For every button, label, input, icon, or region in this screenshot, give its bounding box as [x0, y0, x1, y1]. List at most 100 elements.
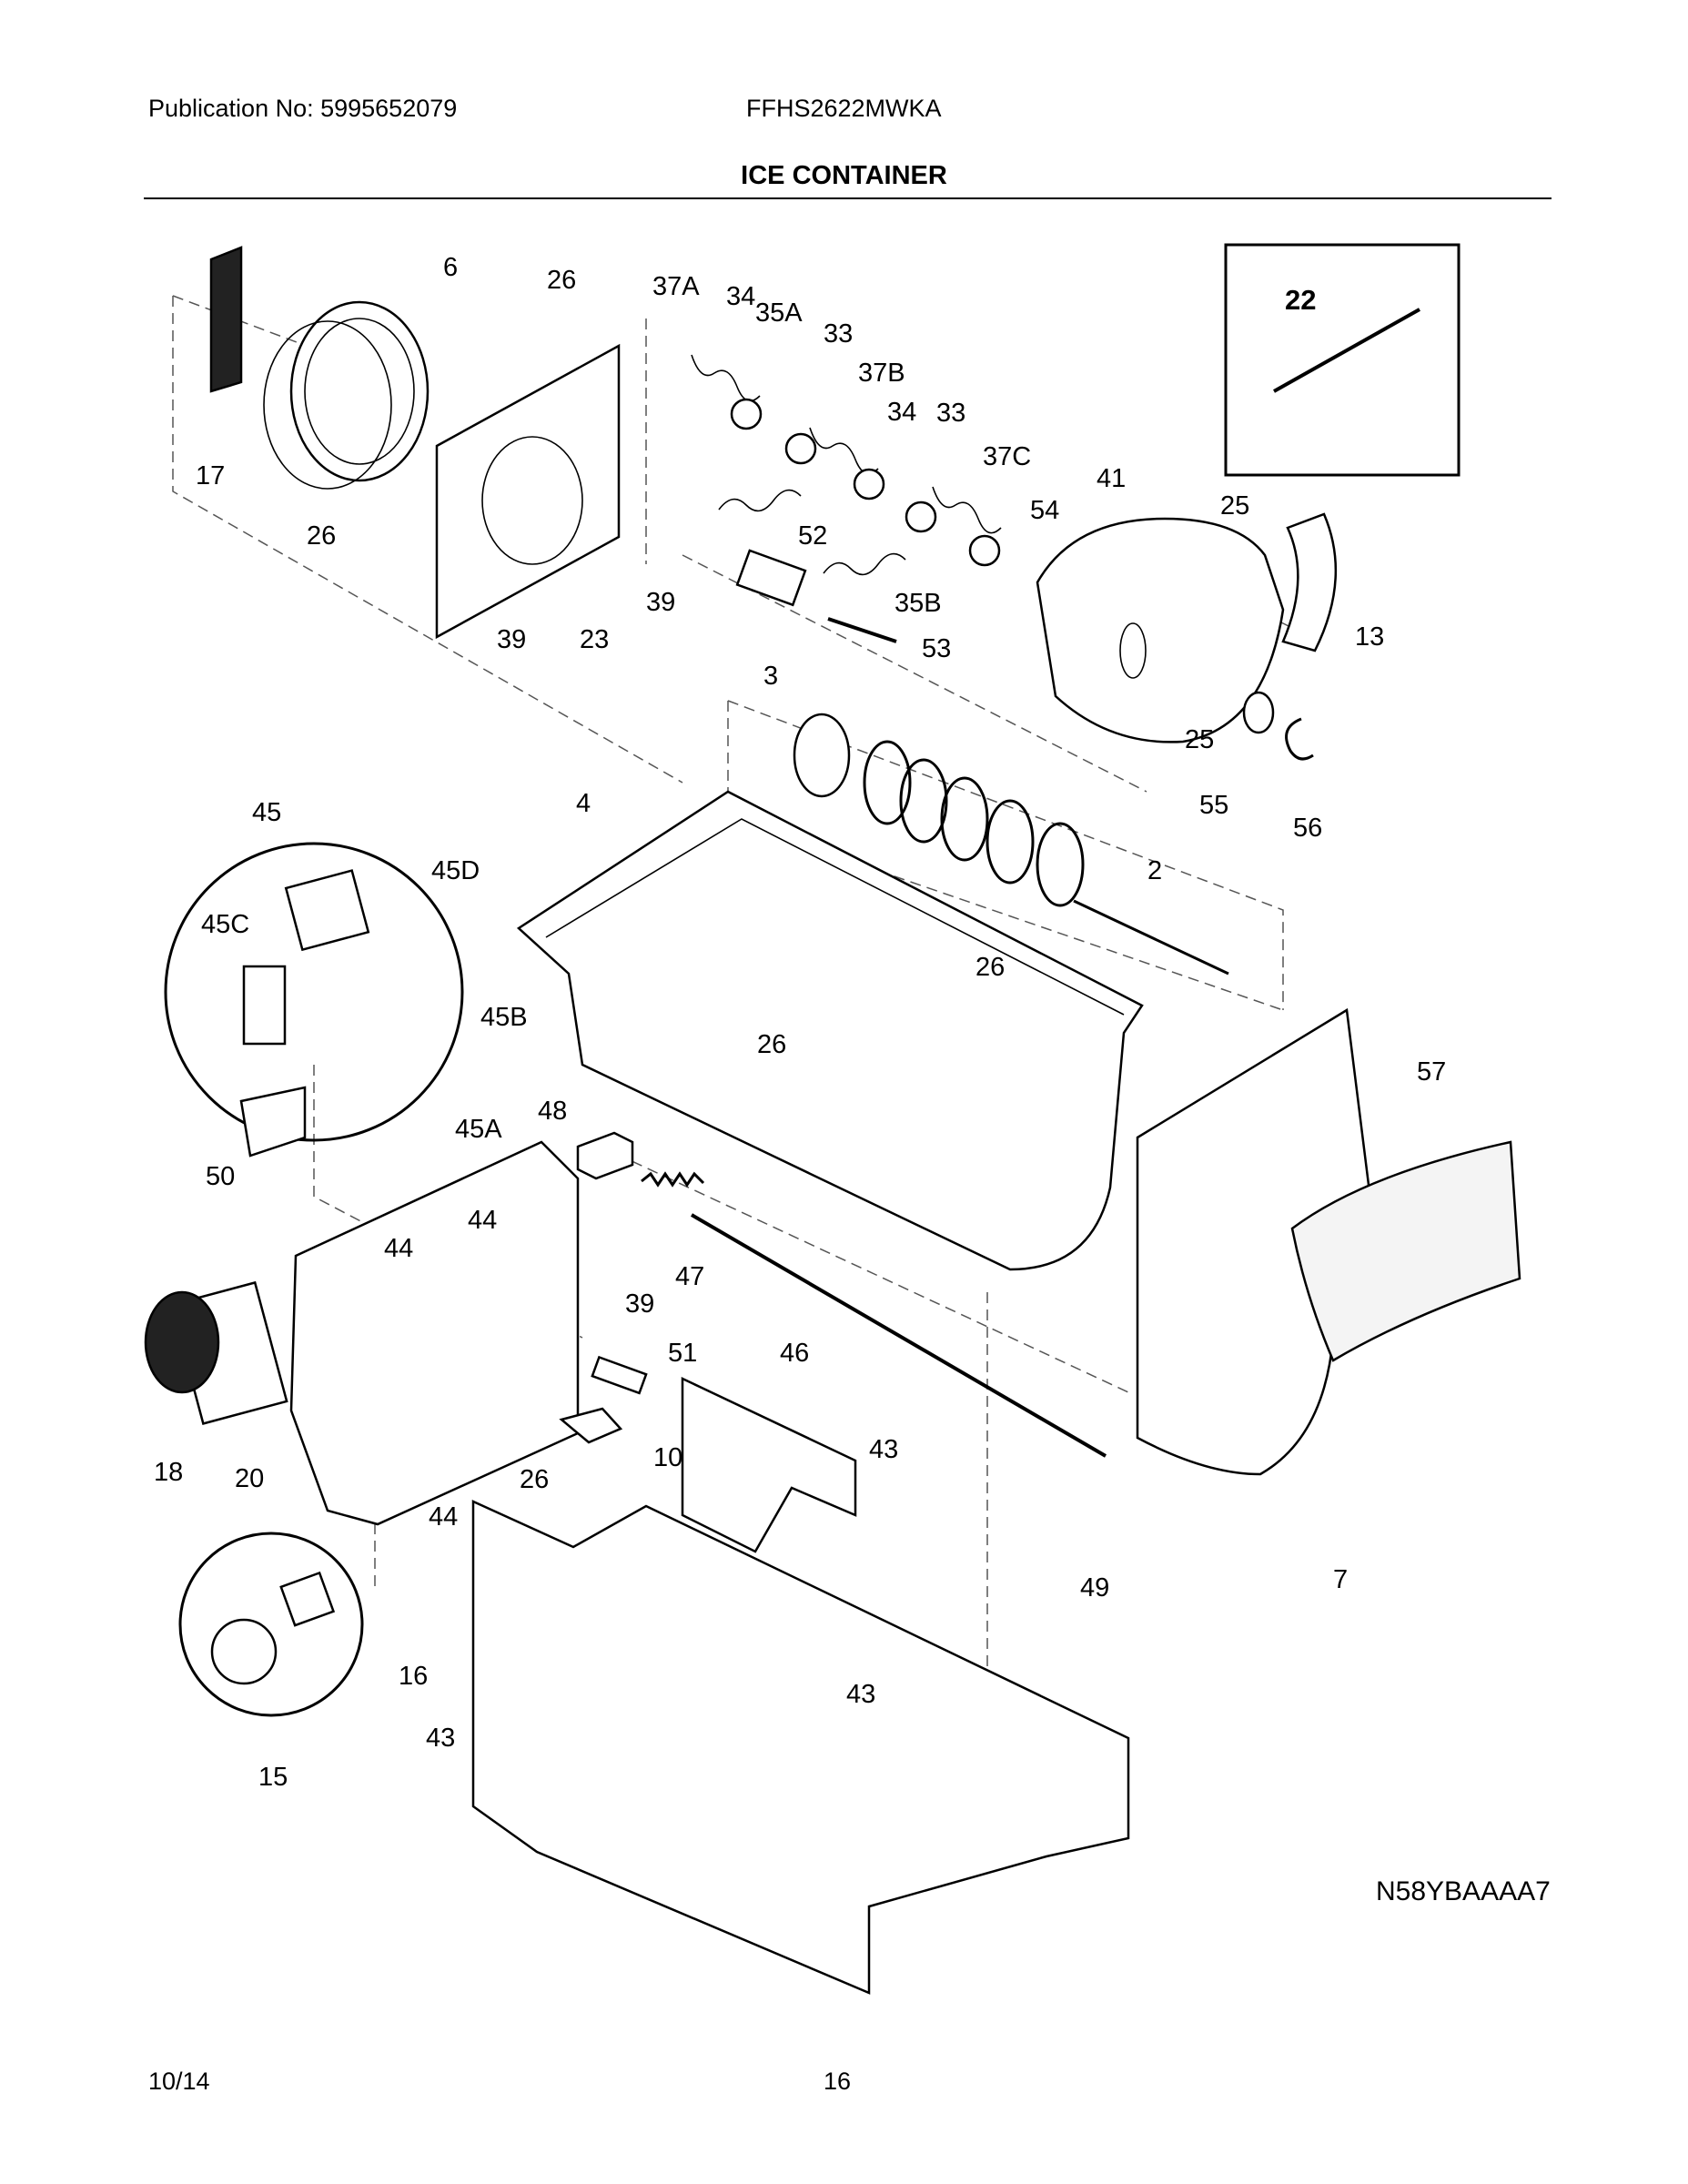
- callout-label: 43: [869, 1435, 898, 1464]
- footer-date: 10/14: [148, 2068, 210, 2095]
- callout-label: 55: [1199, 791, 1228, 820]
- bulb-inset: [178, 1532, 364, 1717]
- part-45D-solenoid: [284, 869, 370, 952]
- callout-label: 45D: [431, 856, 480, 885]
- callout-label: 43: [846, 1680, 875, 1709]
- callout-label: 46: [780, 1339, 809, 1368]
- inset-part-number: 22: [1285, 284, 1316, 316]
- part-2-auger: [863, 740, 1229, 976]
- spring-parts-group: [691, 354, 1002, 643]
- callout-label: 37C: [983, 442, 1031, 471]
- callout-label: 26: [975, 953, 1005, 982]
- callout-label: 50: [206, 1162, 235, 1191]
- part-23-opening: [481, 436, 583, 565]
- part-41-port: [1119, 622, 1147, 679]
- callout-label: 54: [1030, 496, 1059, 525]
- part-17-grille: [209, 246, 243, 393]
- part-47-spring: [641, 1171, 705, 1188]
- part-10-lever: [559, 1407, 623, 1444]
- callout-label: 57: [1417, 1057, 1446, 1087]
- callout-label: 41: [1097, 464, 1126, 493]
- part-22-sensor: [1273, 308, 1420, 393]
- drawing-code: N58YBAAAA7: [1376, 1876, 1551, 1906]
- part-49-tray: [471, 1500, 1130, 1995]
- part-45-inset: [164, 842, 464, 1142]
- callout-label: 4: [576, 789, 591, 818]
- callout-label: 6: [443, 253, 458, 282]
- callout-label: 13: [1355, 622, 1384, 652]
- callout-label: 33: [936, 399, 965, 428]
- callout-label: 26: [547, 266, 576, 295]
- callout-label: 53: [922, 634, 951, 663]
- callout-label: 37B: [858, 359, 905, 388]
- part-4-bucket-rim: [545, 818, 1125, 1016]
- callout-label: 44: [468, 1206, 497, 1235]
- part-13-chute: [1281, 512, 1338, 652]
- callout-label: 44: [384, 1234, 413, 1263]
- callout-label: 56: [1293, 814, 1322, 843]
- callout-label: 34: [887, 398, 916, 427]
- callout-label: 16: [399, 1662, 428, 1691]
- part-55-ring: [1242, 691, 1275, 734]
- callout-label: 18: [154, 1458, 183, 1487]
- part-3-ring: [793, 713, 851, 798]
- part-56-clip: [1285, 717, 1314, 761]
- callout-label: 25: [1220, 491, 1249, 521]
- part-23-plate: [435, 343, 621, 640]
- callout-label: 39: [497, 625, 526, 654]
- part-15-bulb: [210, 1618, 278, 1685]
- part-50-holder: [239, 1086, 307, 1158]
- part-57-bin-front: [1290, 1140, 1521, 1362]
- callout-label: 52: [798, 521, 827, 551]
- callout-label: 15: [258, 1763, 288, 1792]
- callout-label: 10: [653, 1443, 682, 1472]
- callout-label: 45A: [455, 1115, 502, 1144]
- callout-label: 35A: [755, 298, 803, 328]
- callout-label: 39: [646, 588, 675, 617]
- callout-label: 44: [429, 1502, 458, 1532]
- part-46-rod: [690, 1213, 1107, 1458]
- part-45C-bracket: [242, 965, 287, 1046]
- title-divider: [144, 197, 1552, 199]
- callout-label: 45C: [201, 910, 249, 939]
- callout-label: 23: [580, 625, 609, 654]
- part-7-door: [1136, 1007, 1371, 1476]
- callout-label: 25: [1185, 725, 1214, 754]
- callout-label: 47: [675, 1262, 704, 1291]
- callout-label: 49: [1080, 1573, 1109, 1603]
- page-title: ICE CONTAINER: [741, 161, 947, 190]
- callout-labels: 6 26 37A 34 35A 33 37B 34 33 37C 41 25 1…: [154, 253, 1446, 1792]
- part-20-mount: [289, 1140, 580, 1526]
- model-number: FFHS2622MWKA: [746, 95, 942, 122]
- callout-label: 35B: [895, 589, 942, 618]
- callout-label: 33: [824, 319, 853, 349]
- callout-label: 26: [307, 521, 336, 551]
- callout-label: 51: [668, 1339, 697, 1368]
- part-16-socket: [279, 1571, 336, 1627]
- callout-label: 26: [520, 1465, 549, 1494]
- part-4-bucket: [516, 790, 1144, 1271]
- callout-label: 3: [763, 662, 778, 691]
- callout-label: 37A: [652, 272, 700, 301]
- part-18-motor-body: [144, 1290, 220, 1394]
- callout-label: 7: [1333, 1565, 1348, 1594]
- callout-label: 45B: [480, 1003, 528, 1032]
- callout-label: 26: [757, 1030, 786, 1059]
- callout-label: 34: [726, 282, 755, 311]
- footer-page-number: 16: [824, 2068, 852, 2095]
- callout-label: 2: [1147, 856, 1162, 885]
- callout-label: 39: [625, 1289, 654, 1319]
- part-49-bracket: [681, 1377, 857, 1553]
- part-6-drum: [263, 300, 430, 490]
- callout-label: 48: [538, 1097, 567, 1126]
- part-48-bracket: [576, 1131, 634, 1180]
- publication-number: Publication No: 5995652079: [148, 95, 458, 122]
- callout-label: 45: [252, 798, 281, 827]
- part-51-actuator: [591, 1355, 648, 1395]
- callout-label: 20: [235, 1464, 264, 1493]
- callout-label: 17: [196, 461, 225, 490]
- part-41-housing: [1036, 517, 1285, 743]
- callout-label: 43: [426, 1724, 455, 1753]
- inset-box: [1224, 243, 1461, 477]
